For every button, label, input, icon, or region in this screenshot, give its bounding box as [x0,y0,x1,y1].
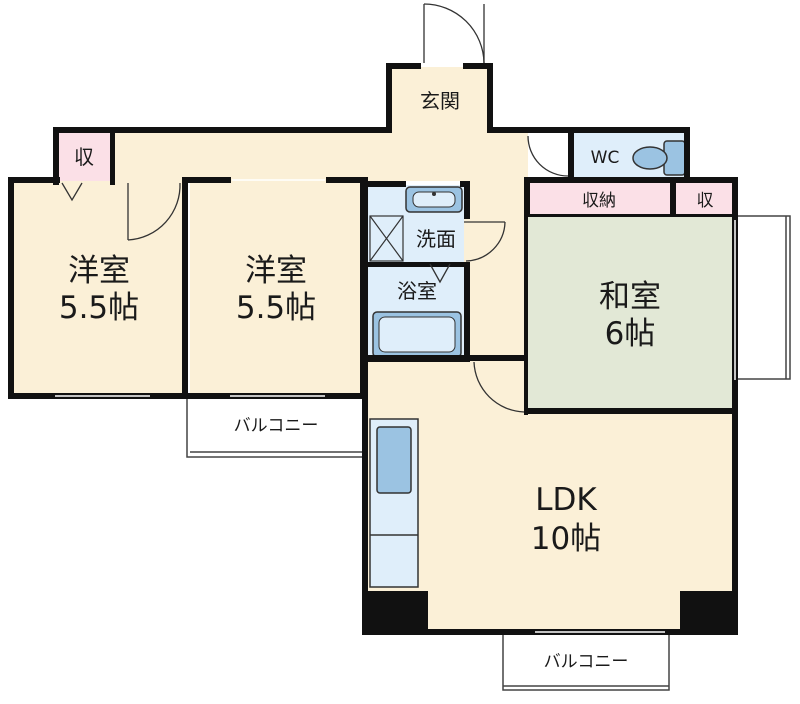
washroom-label: 洗面 [416,227,456,251]
ldk-name: LDK [535,482,597,518]
storage-large-floor [528,181,670,216]
storage-small-right-label: 収 [697,191,714,211]
entrance-floor [389,67,490,131]
storage-large-label: 収納 [582,191,616,211]
bathroom-label: 浴室 [397,279,437,303]
corridor-floor-vertical [464,181,528,361]
corridor-floor [56,131,528,181]
western-room-1-name: 洋室 [68,253,130,289]
japanese-room-floor [528,216,735,412]
balcony-left-label: バルコニー [234,416,319,436]
balcony-bottom-label: バルコニー [544,652,629,672]
western-room-2-floor [190,181,363,396]
storage-small-left-floor [56,131,111,181]
balcony-right [734,215,791,380]
washing-machine-space [369,215,404,262]
toilet-label: WC [591,148,620,168]
japanese-room-size: 6帖 [605,316,656,352]
toilet-fixture [632,140,686,176]
western-room-2-size: 5.5帖 [236,290,316,326]
western-room-2-name: 洋室 [245,253,307,289]
balcony-left [186,397,364,458]
western-room-1-size: 5.5帖 [59,290,139,326]
washbasin [405,186,463,213]
bathtub [372,311,462,358]
kitchen-counter [369,418,419,588]
doors [61,3,569,413]
windows [55,179,736,633]
balcony-bottom [502,632,670,691]
entrance-label: 玄関 [420,89,460,113]
storage-small-left-label: 収 [74,145,94,169]
western-room-1-floor [11,181,188,396]
ldk-size: 10帖 [531,521,601,557]
japanese-room-name: 和室 [599,279,661,315]
storage-small-right-floor [674,181,735,216]
